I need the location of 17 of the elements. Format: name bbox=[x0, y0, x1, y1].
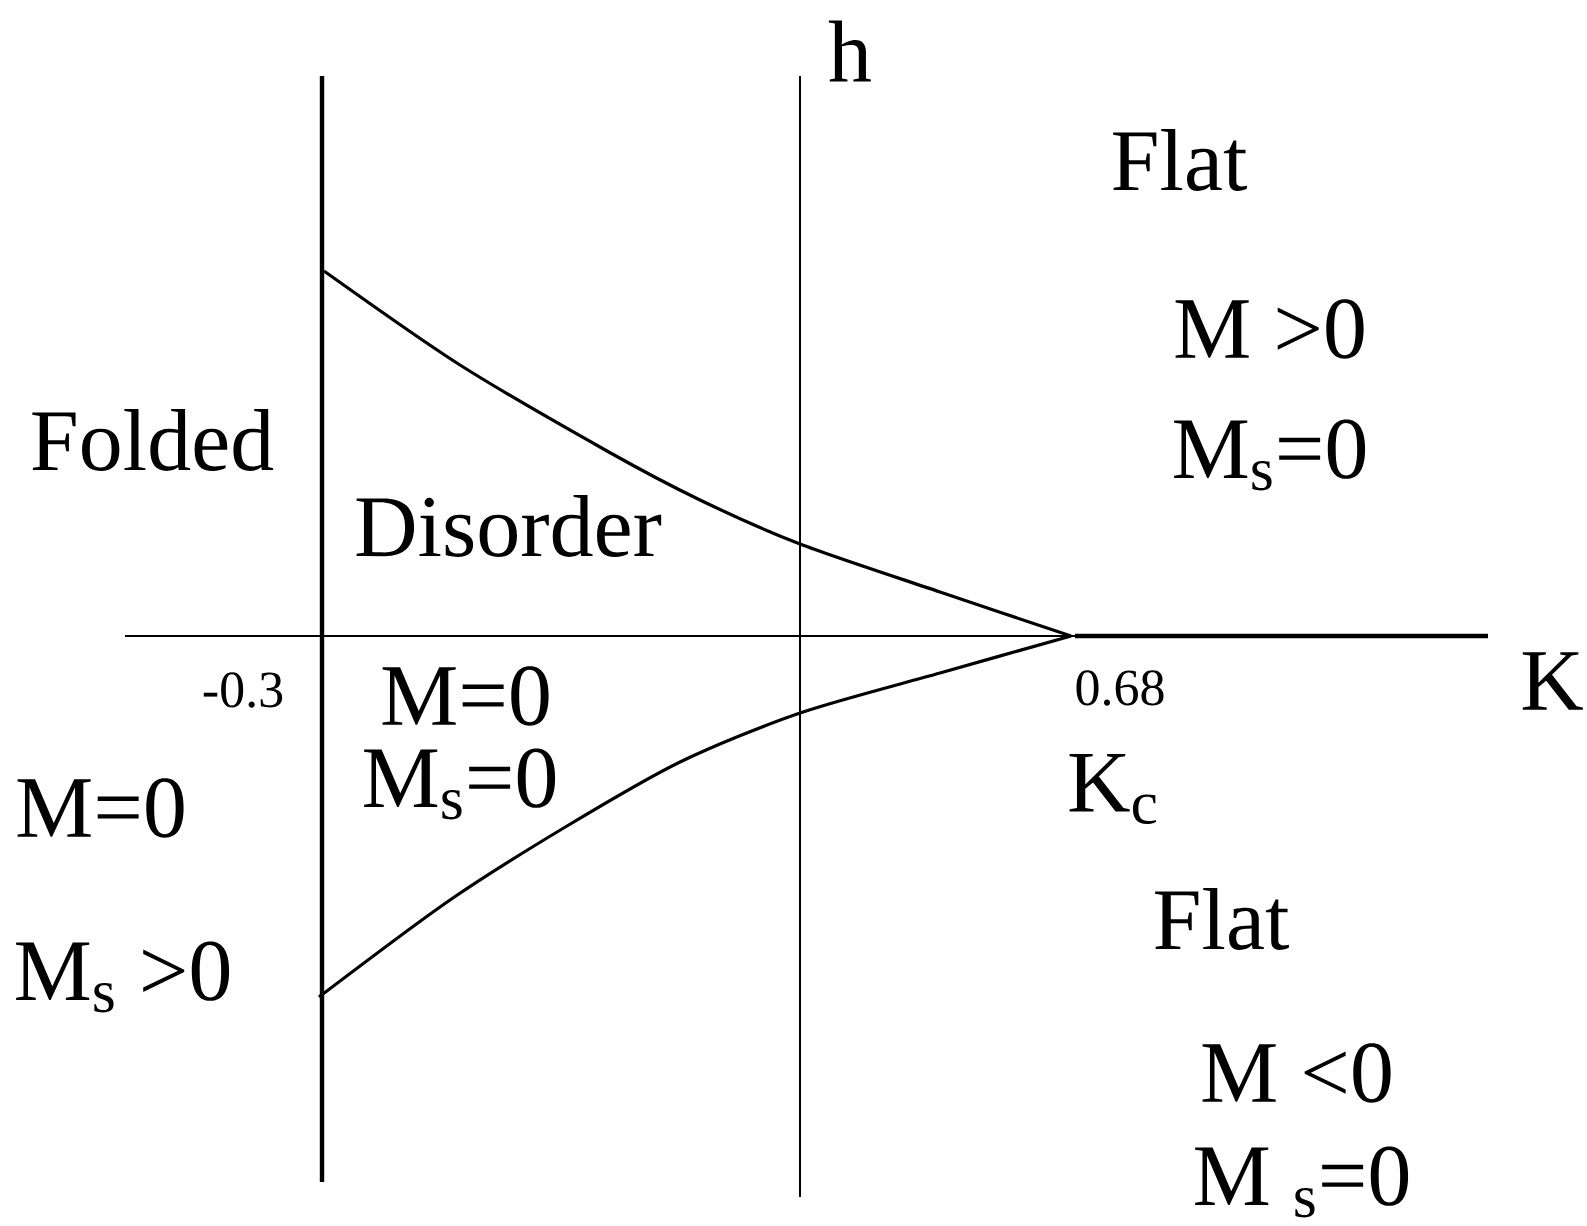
region-label: M=0 bbox=[382, 666, 549, 726]
region-label: M $_{s}$=0 bbox=[1195, 1146, 1409, 1218]
region-label: Flat bbox=[1155, 888, 1289, 950]
axis-label: h bbox=[828, 20, 871, 82]
region-label: M=0 bbox=[17, 778, 184, 838]
critical-point-label: K$_{c}$ bbox=[1069, 753, 1157, 825]
tick-label: -0.3 bbox=[203, 672, 283, 708]
region-label: M$_{s}$=0 bbox=[364, 748, 556, 820]
axis-label: K bbox=[1522, 652, 1583, 710]
region-label: Flat bbox=[1113, 129, 1247, 191]
region-label: Folded bbox=[32, 409, 274, 471]
region-label: Disorder bbox=[356, 495, 662, 557]
tick-label: 0.68 bbox=[1076, 670, 1164, 706]
region-label: M$_{s}$ >0 bbox=[16, 941, 230, 1013]
region-label: M <0 bbox=[1202, 1043, 1391, 1103]
region-label: M$_{s}$=0 bbox=[1174, 419, 1366, 491]
region-label: M >0 bbox=[1175, 299, 1364, 359]
